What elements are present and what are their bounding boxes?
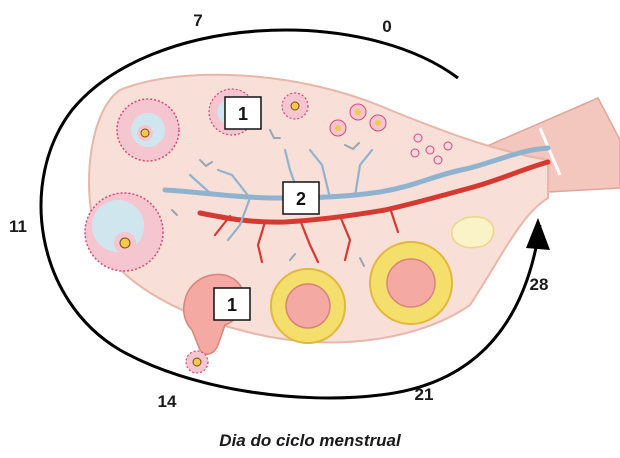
follicle-small <box>282 93 308 119</box>
svg-text:2: 2 <box>296 189 306 209</box>
follicle-medium <box>117 99 179 161</box>
cycle-arrowhead <box>526 218 550 250</box>
svg-text:1: 1 <box>227 295 237 315</box>
corpus-luteum-forming <box>271 269 345 343</box>
day-label-7: 7 <box>193 11 202 30</box>
corpus-luteum <box>370 242 452 324</box>
label-box-vessels: 2 <box>283 182 319 214</box>
day-label-0: 0 <box>382 17 391 36</box>
diagram-caption: Dia do ciclo menstrual <box>0 431 620 451</box>
day-label-28: 28 <box>530 275 549 294</box>
day-label-11: 11 <box>9 217 27 236</box>
label-box-follicle-bottom: 1 <box>214 288 250 320</box>
day-label-21: 21 <box>415 385 434 404</box>
follicle-large <box>85 193 163 271</box>
day-label-14: 14 <box>158 392 177 411</box>
svg-text:1: 1 <box>238 104 248 124</box>
label-box-follicle-top: 1 <box>225 97 261 129</box>
corpus-albicans <box>452 217 494 248</box>
